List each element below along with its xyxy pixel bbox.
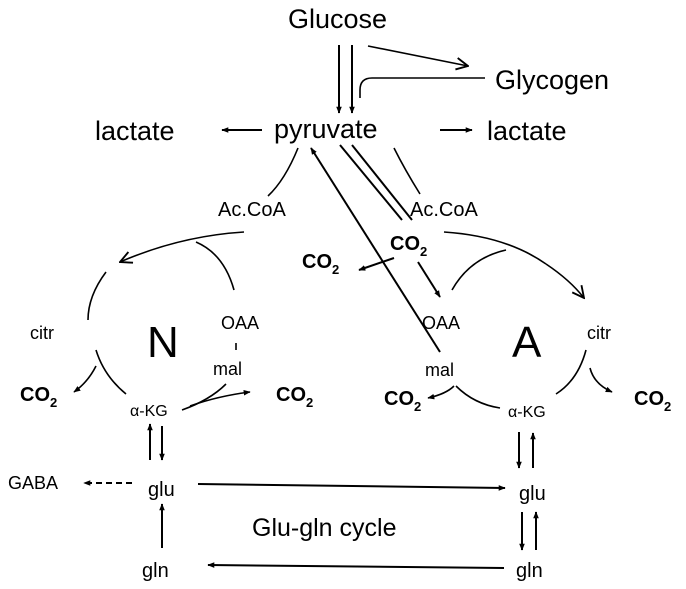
glu-n-label: glu	[148, 479, 175, 501]
glucose-label: Glucose	[288, 4, 387, 34]
a-co2-left-arrow	[427, 385, 455, 400]
n-compartment-label: N	[147, 318, 179, 367]
mal-n-label: mal	[213, 359, 242, 379]
a-co2-right-arrow	[589, 367, 613, 393]
n-cycle-arc-left-top	[87, 271, 107, 321]
acoa-left-label: Ac.CoA	[218, 199, 286, 221]
mal-a-label: mal	[425, 360, 454, 380]
gaba-label: GABA	[8, 473, 58, 493]
a-cycle-arc-right-top	[545, 263, 584, 298]
pyruvate-to-acoa-right-line	[393, 147, 421, 195]
acoa-right-label: Ac.CoA	[410, 199, 478, 221]
co2-a-right-label: CO2	[634, 388, 671, 414]
glycogen-to-pyruvate-line	[359, 77, 485, 98]
n-cycle-arc-left-bottom	[95, 349, 127, 395]
a-cycle-arc-left-top	[451, 249, 507, 291]
citr-n-label: citr	[30, 323, 54, 343]
citr-a-label: citr	[587, 323, 611, 343]
co2-mid-release-arrow	[358, 257, 395, 271]
akg-a-label: α-KG	[508, 404, 546, 421]
gln-n-label: gln	[142, 560, 169, 582]
lactate-left-label: lactate	[95, 116, 175, 146]
co2-n-left-label: CO2	[20, 384, 57, 410]
glycogen-label: Glycogen	[495, 65, 609, 95]
glu-a-label: glu	[519, 483, 546, 505]
mal-astro-to-pyruvate-arrow	[310, 147, 441, 353]
oaa-n-label: OAA	[221, 313, 259, 333]
n-co2-left-arrow	[73, 365, 97, 393]
akg-n-label: α-KG	[130, 403, 168, 420]
glu-neuron-to-astrocyte-arrow	[197, 483, 506, 491]
co2-mid-right-label: CO2	[390, 233, 427, 259]
glucose-to-glycogen-arrow	[367, 45, 468, 66]
gln-a-label: gln	[516, 560, 543, 582]
pyruvate-label: pyruvate	[274, 114, 378, 144]
pyruvate-to-oaa-astro-arrow	[417, 261, 441, 298]
oaa-a-label: OAA	[422, 313, 460, 333]
co2-n-right-label: CO2	[276, 384, 313, 410]
a-cycle-arc-right-bottom	[555, 349, 587, 395]
pyruvate-to-astro-diag-2	[351, 144, 413, 221]
pyruvate-to-acoa-left-line	[267, 147, 299, 197]
lactate-right-label: lactate	[487, 116, 567, 146]
a-compartment-label: A	[512, 318, 542, 367]
a-cycle-arc-left-bottom	[455, 385, 501, 409]
n-cycle-arc-right-top	[195, 241, 235, 291]
co2-a-left-label: CO2	[384, 388, 421, 414]
n-co2-right-arrow	[189, 390, 251, 407]
gln-astrocyte-to-neuron-arrow	[207, 562, 505, 569]
co2-mid-left-label: CO2	[302, 251, 339, 277]
n-cycle-arc-right-bottom	[181, 383, 227, 411]
pyruvate-to-astro-diag-1	[339, 144, 403, 221]
acoa-to-n-cycle-arrow	[120, 231, 245, 262]
glu-gln-cycle-label: Glu-gln cycle	[252, 514, 397, 542]
acoa-to-a-cycle-line	[443, 231, 547, 265]
